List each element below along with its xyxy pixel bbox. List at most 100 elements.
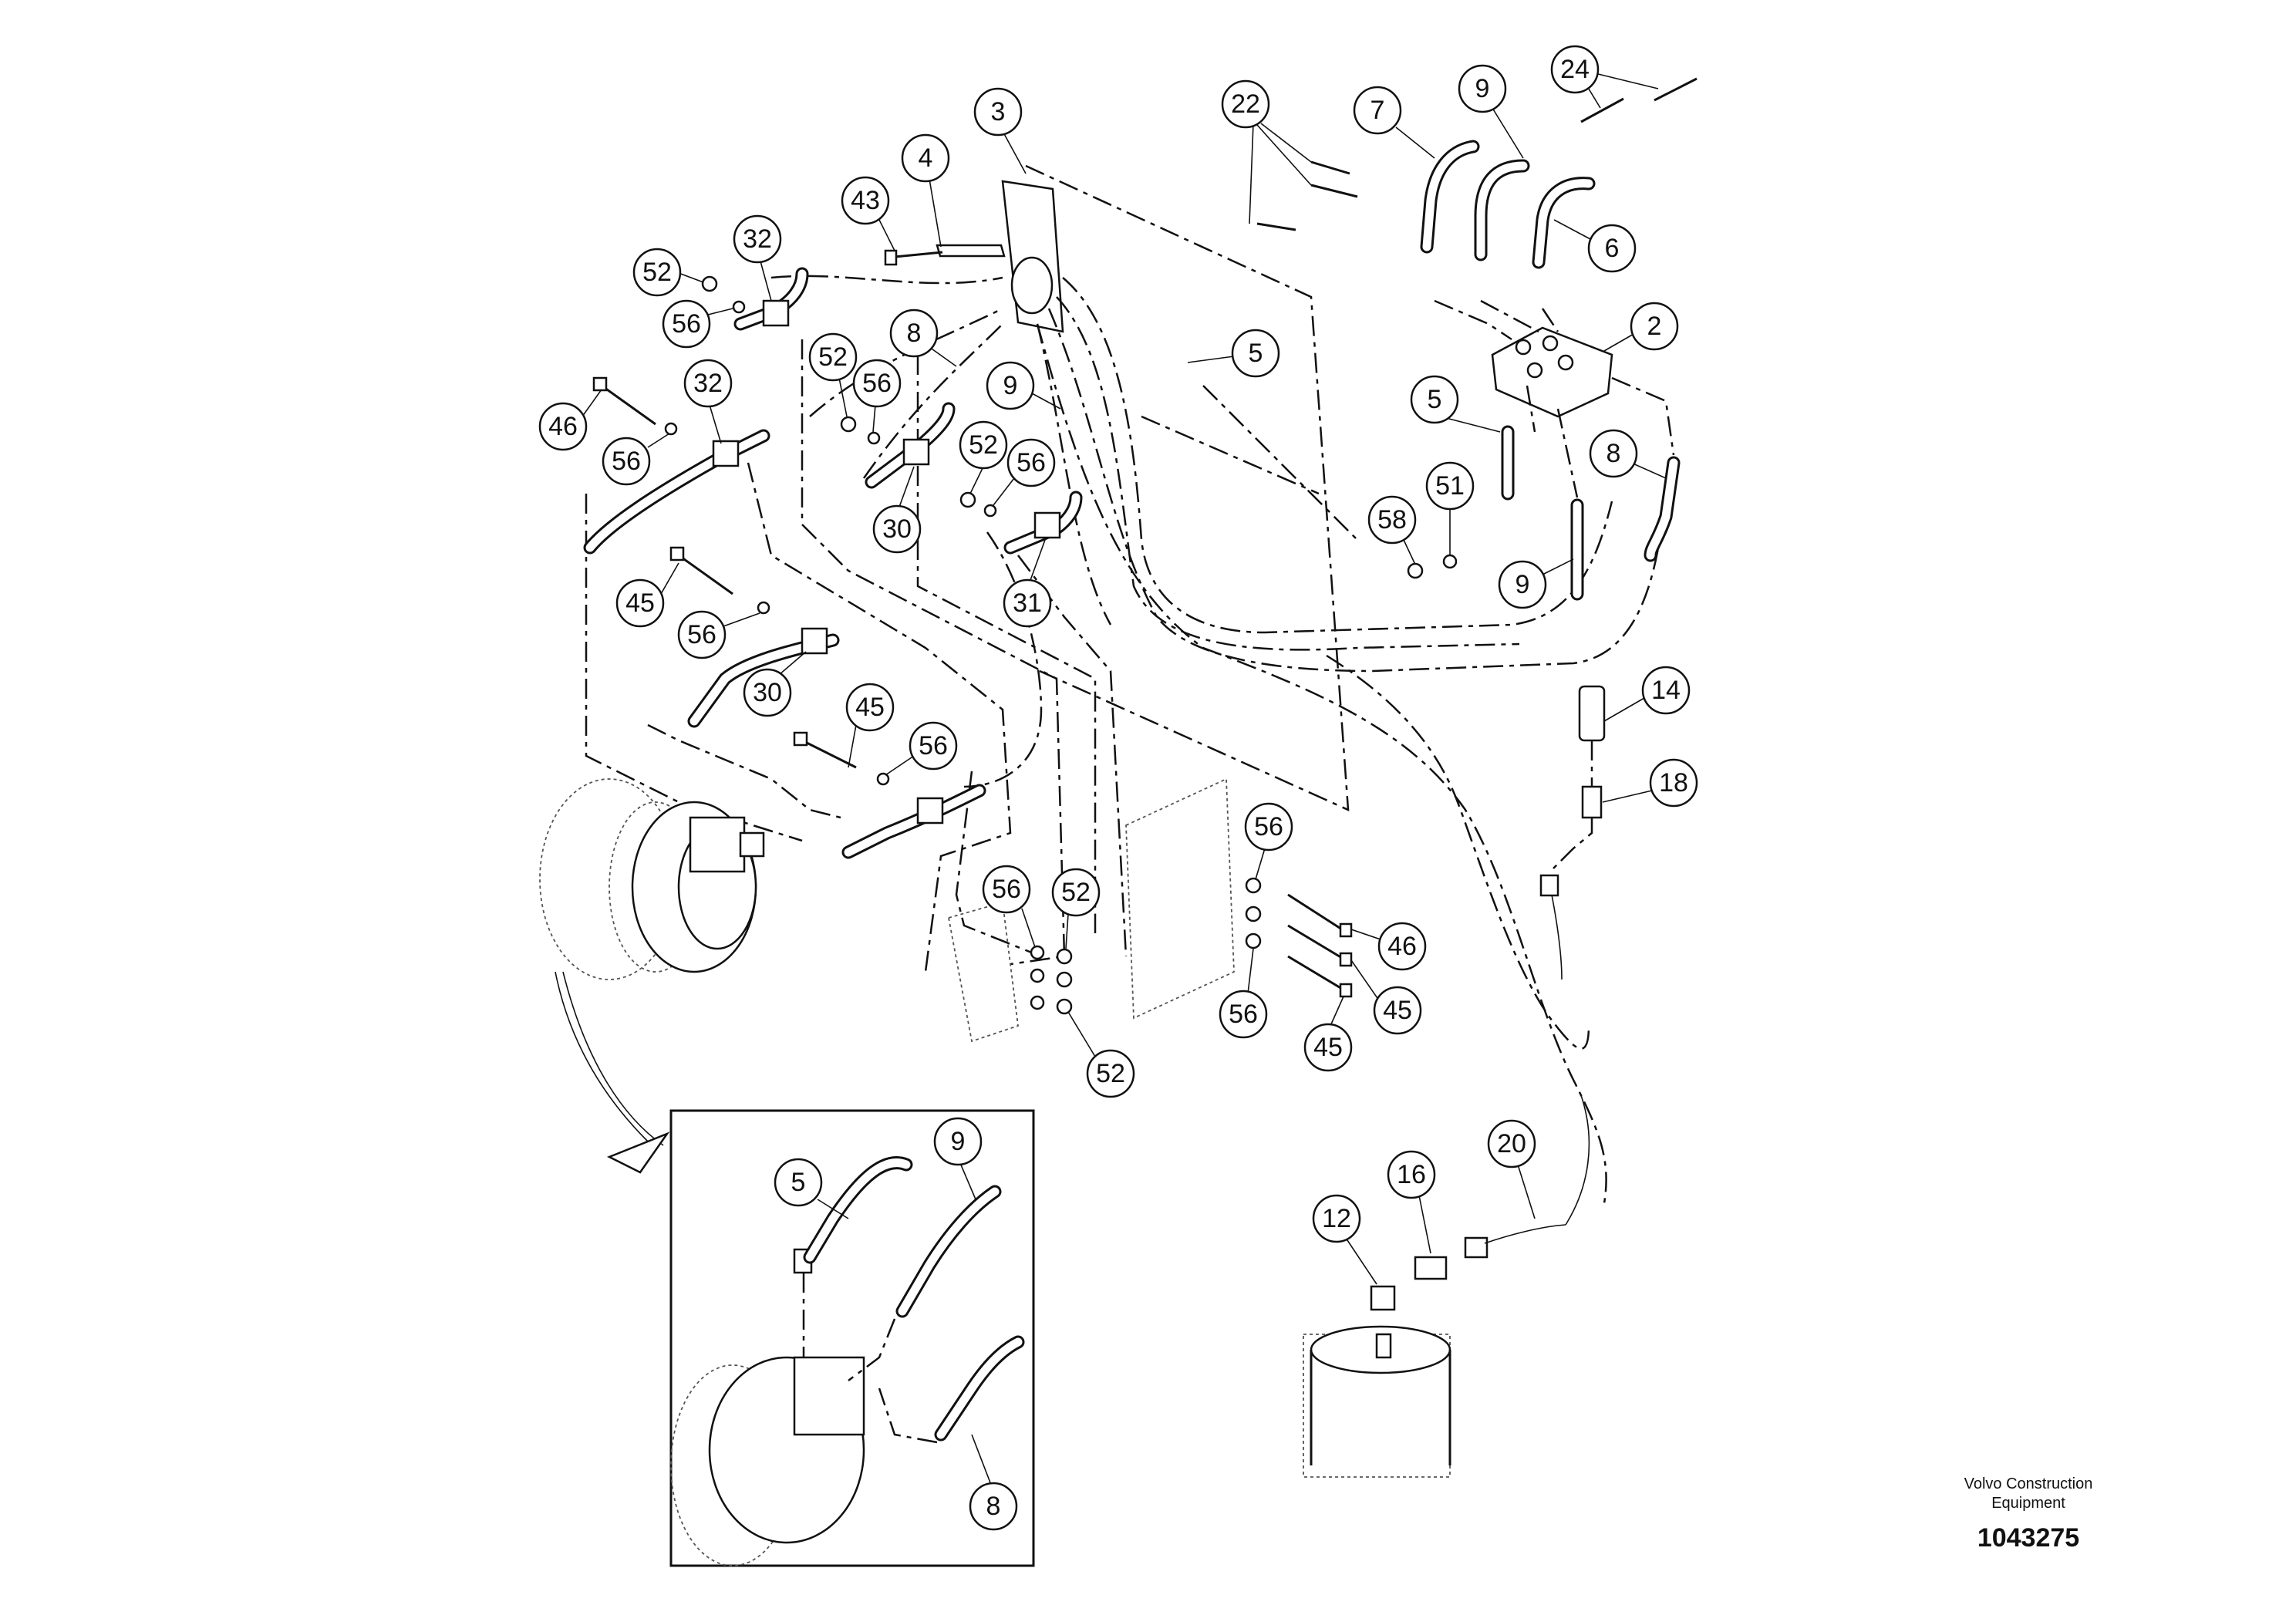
svg-text:9: 9: [1515, 570, 1530, 599]
svg-text:45: 45: [1383, 996, 1412, 1025]
callout-7: 7: [1353, 86, 1435, 159]
svg-text:52: 52: [818, 342, 848, 372]
svg-text:45: 45: [625, 588, 655, 618]
callout-52e: 52: [1067, 1011, 1135, 1098]
callout-56b: 56: [852, 359, 902, 433]
callout-16: 16: [1387, 1150, 1436, 1254]
callout-32a: 32: [733, 214, 782, 302]
bolts-left: [592, 376, 890, 786]
mounting-plate: [1025, 164, 1358, 811]
svg-text:56: 56: [862, 369, 892, 398]
svg-text:2: 2: [1647, 312, 1662, 341]
svg-text:16: 16: [1397, 1160, 1426, 1189]
drawing-number: 1043275: [1977, 1523, 2079, 1553]
nuts-and-washers: [701, 275, 1458, 1015]
svg-text:24: 24: [1560, 55, 1590, 84]
svg-text:52: 52: [969, 430, 998, 460]
callout-8c: 8: [969, 1434, 1018, 1531]
svg-text:46: 46: [1387, 932, 1417, 961]
callout-52b: 52: [808, 332, 858, 417]
svg-text:5: 5: [791, 1168, 806, 1197]
callout-58: 58: [1367, 495, 1417, 565]
rods: [1256, 77, 1698, 231]
svg-text:22: 22: [1231, 89, 1260, 119]
callout-45b: 45: [845, 683, 895, 768]
svg-text:56: 56: [1229, 1000, 1258, 1029]
callout-52a: 52: [632, 248, 704, 297]
svg-text:5: 5: [1249, 339, 1263, 368]
callout-12: 12: [1312, 1194, 1377, 1285]
sensor-assembly: [1539, 685, 1606, 980]
svg-text:56: 56: [687, 620, 716, 649]
callout-31: 31: [1003, 539, 1052, 628]
callout-43: 43: [841, 176, 895, 251]
svg-text:56: 56: [992, 875, 1021, 904]
callout-56i: 56: [1219, 948, 1268, 1039]
svg-text:7: 7: [1371, 96, 1385, 125]
callout-56h: 56: [982, 865, 1036, 948]
svg-text:30: 30: [882, 514, 912, 544]
svg-text:32: 32: [743, 224, 772, 254]
callout-51: 51: [1425, 461, 1475, 555]
callout-45a: 45: [615, 562, 679, 628]
svg-text:45: 45: [1313, 1033, 1343, 1062]
callout-30a: 30: [872, 466, 922, 554]
svg-text:45: 45: [855, 693, 885, 722]
svg-text:52: 52: [1061, 878, 1091, 907]
callout-20: 20: [1487, 1119, 1536, 1219]
callout-5c: 5: [774, 1158, 849, 1219]
svg-text:12: 12: [1322, 1204, 1351, 1233]
callout-30b: 30: [743, 651, 807, 717]
svg-text:56: 56: [612, 447, 641, 476]
clamps: [712, 299, 1061, 824]
callout-9b: 9: [1458, 64, 1524, 159]
callout-4: 4: [901, 133, 950, 248]
hose-runs: [770, 275, 1667, 1204]
svg-text:8: 8: [1607, 439, 1621, 468]
svg-text:5: 5: [1428, 385, 1442, 414]
callout-22: 22: [1221, 79, 1312, 224]
svg-text:56: 56: [672, 309, 701, 339]
svg-text:58: 58: [1377, 505, 1407, 534]
svg-text:31: 31: [1013, 588, 1042, 618]
callout-5b: 5: [1410, 375, 1501, 433]
callout-56d: 56: [993, 438, 1056, 506]
callout-9d: 9: [933, 1117, 983, 1200]
callout-56a: 56: [662, 299, 733, 349]
bolts-right: [1287, 893, 1353, 998]
callout-46a: 46: [538, 389, 602, 451]
svg-text:8: 8: [986, 1492, 1001, 1521]
svg-text:9: 9: [951, 1127, 966, 1156]
svg-text:52: 52: [1096, 1059, 1125, 1088]
callout-46b: 46: [1350, 922, 1427, 971]
svg-text:8: 8: [907, 319, 922, 348]
callout-6: 6: [1553, 219, 1637, 273]
callout-52c: 52: [959, 420, 1008, 494]
callout-3: 3: [973, 87, 1027, 174]
callout-56f: 56: [885, 721, 958, 776]
svg-text:30: 30: [753, 678, 782, 707]
callout-24: 24: [1550, 45, 1659, 109]
svg-text:3: 3: [991, 97, 1006, 126]
svg-text:18: 18: [1659, 768, 1688, 798]
callout-8b: 8: [1589, 429, 1667, 479]
detail-inset: [669, 1109, 1035, 1567]
brand-block: Volvo Construction Equipment 1043275: [1964, 1475, 2093, 1553]
callout-18: 18: [1602, 758, 1698, 808]
callout-32b: 32: [683, 359, 733, 444]
callout-8a: 8: [889, 309, 957, 367]
brand-line-2: Equipment: [1991, 1495, 2065, 1512]
callout-9c: 9: [1498, 558, 1574, 609]
callout-52d: 52: [1051, 868, 1101, 949]
svg-text:6: 6: [1605, 234, 1620, 263]
svg-text:56: 56: [1017, 448, 1046, 477]
svg-text:51: 51: [1435, 471, 1465, 501]
center-mount-block: [947, 777, 1235, 1043]
detail-arrow: [555, 971, 670, 1174]
callout-45c: 45: [1350, 959, 1422, 1035]
strap-and-bolt: [884, 244, 1006, 266]
lower-right-motor: [1303, 1094, 1590, 1478]
callout-56c: 56: [602, 433, 670, 486]
svg-text:52: 52: [642, 258, 672, 287]
